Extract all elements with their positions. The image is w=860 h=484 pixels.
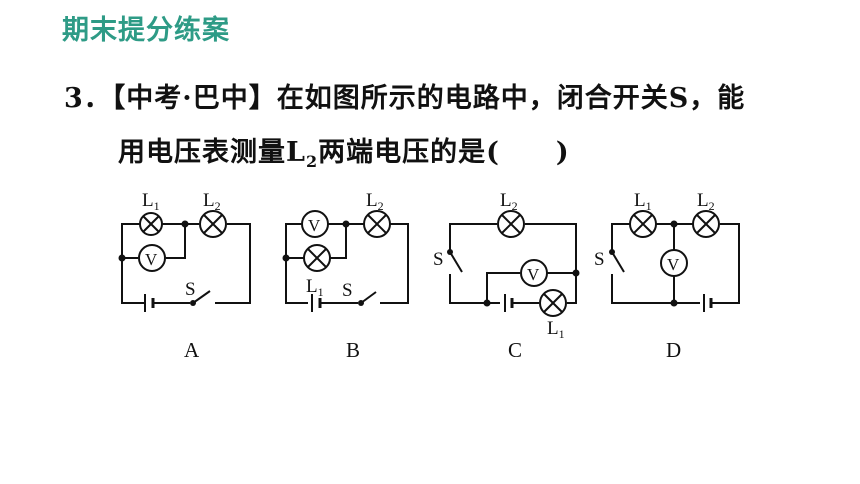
- label-l1-c: L1: [547, 318, 565, 341]
- label-l2-b: L2: [366, 190, 384, 213]
- page-header-title: 期末提分练案: [62, 15, 230, 46]
- voltmeter-d: V: [667, 255, 680, 274]
- question-text-1: 在如图所示的电路中，闭合开关S，能: [276, 83, 746, 114]
- question-number: 3．: [64, 83, 112, 114]
- switch-label-b: S: [342, 280, 353, 301]
- label-l2-d: L2: [697, 190, 715, 213]
- junction-dots: [118, 220, 678, 307]
- option-b: B: [346, 338, 360, 362]
- question-line-2: 用电压表测量L2两端电压的是(): [118, 130, 570, 171]
- label-l1-d: L1: [634, 190, 652, 213]
- switch-label-c: S: [433, 249, 444, 270]
- switch-label-d: S: [594, 249, 605, 270]
- question-close-paren: ): [555, 137, 570, 168]
- question-text-2a: 用电压表测量L: [118, 137, 306, 168]
- circuit-c: [449, 210, 577, 317]
- label-l1-b: L1: [306, 276, 324, 299]
- circuit-a: [121, 210, 251, 312]
- question-source: 【中考·巴中】: [111, 83, 277, 114]
- option-d: D: [666, 338, 681, 362]
- option-c: C: [508, 338, 522, 362]
- switch-label-a: S: [185, 279, 196, 300]
- voltmeter-a: V: [145, 250, 158, 269]
- question-text-2b: 两端电压的是(: [318, 137, 500, 168]
- question-line-1: 3．【中考·巴中】在如图所示的电路中，闭合开关S，能: [64, 76, 745, 115]
- circuit-b: [285, 210, 409, 312]
- label-l1-a: L1: [142, 190, 160, 213]
- option-a: A: [184, 338, 200, 362]
- voltmeter-c: V: [527, 265, 540, 284]
- question-subscript: 2: [305, 152, 319, 171]
- label-l2-a: L2: [203, 190, 221, 213]
- label-l2-c: L2: [500, 190, 518, 213]
- circuit-d: [611, 210, 740, 312]
- circuit-diagrams: L1 L2 V S A L2 V L1 S B L2 S V L1 C L1 L…: [118, 190, 740, 362]
- voltmeter-b: V: [308, 216, 321, 235]
